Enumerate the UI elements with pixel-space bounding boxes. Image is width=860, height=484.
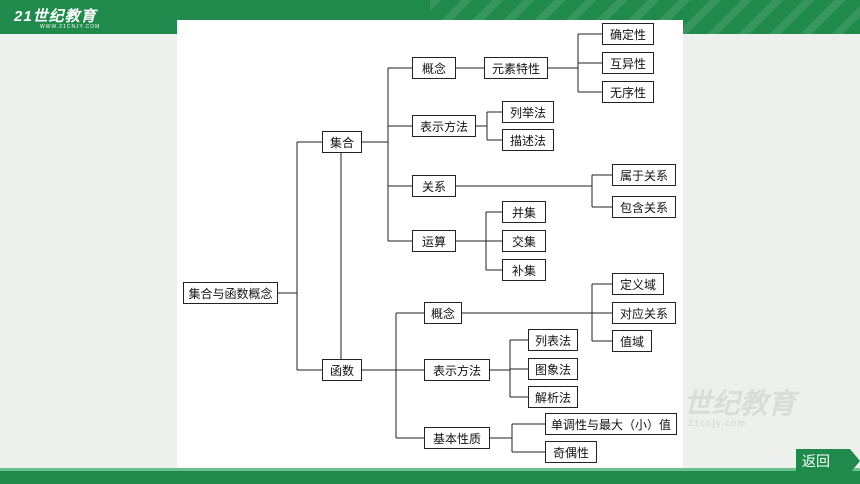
element-properties-node: 元素特性 (484, 57, 548, 79)
watermark-text: 1世纪教育 (668, 388, 796, 419)
domain-node: 定义域 (612, 273, 664, 295)
function-representation-node: 表示方法 (424, 359, 490, 381)
table-method-node: 列表法 (528, 329, 578, 351)
description-method-node: 描述法 (502, 129, 554, 151)
belongs-relation-node: 属于关系 (612, 164, 676, 186)
range-node: 值域 (612, 330, 652, 352)
complement-node: 补集 (502, 259, 546, 281)
bottom-banner (0, 468, 860, 484)
diagram-canvas (177, 20, 683, 484)
logo-url: WWW.21CNJY.COM (40, 24, 101, 30)
basic-properties-node: 基本性质 (424, 427, 490, 449)
relation-node: 关系 (412, 175, 456, 197)
parity-node: 奇偶性 (545, 441, 597, 463)
set-representation-node: 表示方法 (412, 115, 476, 137)
union-node: 并集 (502, 201, 546, 223)
analytic-method-node: 解析法 (528, 386, 578, 408)
back-button[interactable]: 返回 (796, 449, 860, 474)
set-concept-node: 概念 (412, 57, 456, 79)
distinct-node: 互异性 (602, 52, 654, 74)
function-node: 函数 (322, 359, 362, 381)
unordered-node: 无序性 (602, 81, 654, 103)
function-concept-node: 概念 (424, 302, 462, 324)
determinate-node: 确定性 (602, 23, 654, 45)
logo-text: 21世纪教育 (14, 8, 97, 25)
graph-method-node: 图象法 (528, 358, 578, 380)
brand-logo: 21世纪教育 WWW.21CNJY.COM (14, 5, 100, 30)
root-node: 集合与函数概念 (183, 282, 278, 304)
watermark: 1世纪教育 21cnjy.com (668, 382, 796, 428)
listing-method-node: 列举法 (502, 101, 554, 123)
correspondence-node: 对应关系 (612, 302, 676, 324)
back-label: 返回 (802, 453, 830, 469)
operation-node: 运算 (412, 230, 456, 252)
monotonicity-node: 单调性与最大（小）值 (545, 413, 677, 435)
bottom-accent (0, 468, 860, 471)
contains-relation-node: 包含关系 (612, 196, 676, 218)
arrow-right-icon (850, 449, 860, 473)
watermark-url: 21cnjy.com (688, 418, 747, 428)
intersection-node: 交集 (502, 230, 546, 252)
set-node: 集合 (322, 131, 362, 153)
